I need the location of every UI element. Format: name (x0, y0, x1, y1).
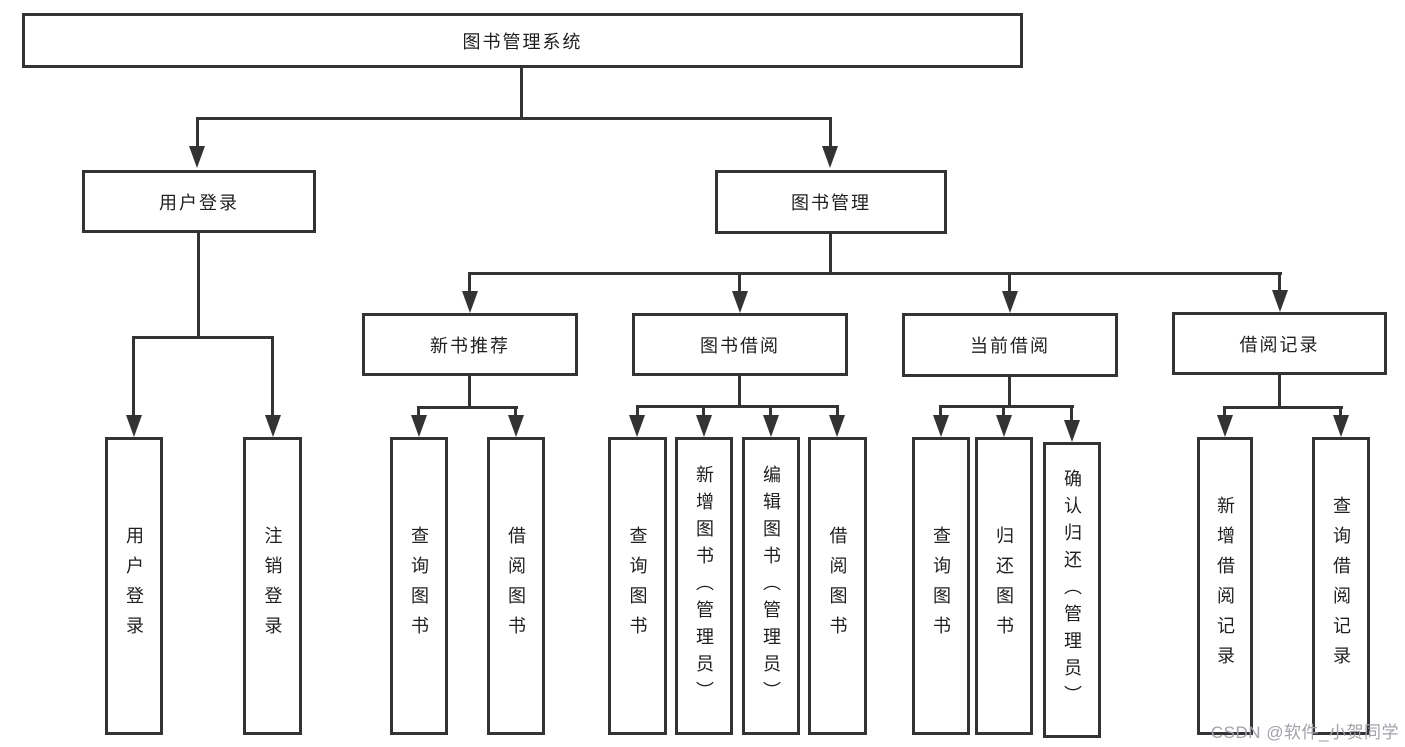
arrowhead-down-icon (933, 415, 949, 437)
arrowhead-down-icon (1272, 290, 1288, 312)
arrowhead-down-icon (411, 415, 427, 437)
node-label: 新书推荐 (430, 335, 510, 356)
arrowhead-down-icon (1217, 415, 1233, 437)
leaf-borrow-query-books: 查询图书 (608, 437, 667, 735)
arrowhead-down-icon (1064, 420, 1080, 442)
leaf-label: 用户登录 (124, 526, 144, 646)
connector-rec-stem (468, 376, 471, 406)
connector-login-horizontal (132, 336, 274, 339)
connector-leaf-drop (417, 406, 420, 415)
leaf-records-add-borrow-record: 新增借阅记录 (1197, 437, 1253, 735)
connector-cur-stem (1008, 377, 1011, 405)
connector-leaf-drop (1223, 406, 1226, 415)
connector-bor-drop (738, 272, 741, 291)
node-library-management-system: 图书管理系统 (22, 13, 1023, 68)
node-label: 借阅记录 (1239, 334, 1320, 355)
node-label: 图书管理 (791, 193, 871, 213)
connector-leaf-drop (939, 405, 942, 415)
connector-leaf-drop (132, 336, 135, 415)
connector-leaf-drop (271, 336, 274, 415)
leaf-label: 归还图书 (994, 526, 1014, 646)
connector-leaf-drop (702, 405, 705, 415)
connector-leaf-drop (836, 405, 839, 415)
arrowhead-down-icon (508, 415, 524, 437)
csdn-watermark: CSDN @软件_小贺同学 (1210, 723, 1399, 742)
connector-log-drop (1278, 272, 1281, 291)
arrowhead-down-icon (1333, 415, 1349, 437)
leaf-label: 新增图书（管理员） (694, 464, 714, 708)
connector-level3-horizontal (469, 272, 1282, 275)
node-borrowing-records: 借阅记录 (1172, 312, 1387, 375)
connector-leaf-drop (514, 406, 517, 415)
node-label: 用户登录 (159, 192, 239, 213)
leaf-label: 查询图书 (409, 526, 429, 646)
leaf-borrow-edit-books-admin: 编辑图书（管理员） (742, 437, 800, 735)
leaf-label: 确认归还（管理员） (1062, 468, 1082, 712)
connector-bor-stem (738, 376, 741, 405)
leaf-recommend-query-books: 查询图书 (390, 437, 448, 735)
leaf-borrow-borrow-books: 借阅图书 (808, 437, 867, 735)
connector-mgmt-drop (829, 117, 832, 147)
arrowhead-down-icon (732, 291, 748, 313)
connector-leaf-drop (1002, 405, 1005, 415)
leaf-current-query-books: 查询图书 (912, 437, 970, 735)
connector-leaf-drop (1339, 406, 1342, 415)
connector-rec-horizontal (417, 406, 518, 409)
leaf-current-confirm-return-admin: 确认归还（管理员） (1043, 442, 1101, 738)
arrowhead-down-icon (996, 415, 1012, 437)
arrowhead-down-icon (829, 415, 845, 437)
connector-leaf-drop (636, 405, 639, 415)
connector-bor-horizontal (636, 405, 839, 408)
connector-leaf-drop (1070, 405, 1073, 420)
node-book-management: 图书管理 (715, 170, 947, 234)
node-label: 图书管理系统 (462, 31, 583, 52)
node-current-borrowing: 当前借阅 (902, 313, 1118, 377)
node-new-book-recommend: 新书推荐 (362, 313, 578, 376)
node-label: 当前借阅 (970, 336, 1050, 356)
connector-mgmt-stem (829, 234, 832, 272)
leaf-label: 查询借阅记录 (1331, 496, 1351, 676)
leaf-user-login: 用户登录 (105, 437, 163, 735)
arrowhead-down-icon (462, 291, 478, 313)
connector-log-stem (1278, 375, 1281, 406)
connector-login-drop (196, 117, 199, 147)
arrowhead-down-icon (763, 415, 779, 437)
node-user-login: 用户登录 (82, 170, 316, 233)
leaf-label: 借阅图书 (827, 526, 848, 646)
arrowhead-down-icon (265, 415, 281, 437)
node-book-borrowing: 图书借阅 (632, 313, 848, 376)
leaf-label: 查询图书 (931, 526, 951, 646)
leaf-logout: 注销登录 (243, 437, 302, 735)
arrowhead-down-icon (822, 146, 838, 168)
connector-level1-horizontal (196, 117, 832, 120)
leaf-current-return-books: 归还图书 (975, 437, 1033, 735)
arrowhead-down-icon (189, 146, 205, 168)
connector-rec-drop (468, 272, 471, 291)
connector-leaf-drop (769, 405, 772, 415)
leaf-label: 编辑图书（管理员） (761, 464, 781, 708)
connector-cur-horizontal (939, 405, 1074, 408)
arrowhead-down-icon (696, 415, 712, 437)
arrowhead-down-icon (126, 415, 142, 437)
connector-login-stem (197, 233, 200, 336)
arrowhead-down-icon (629, 415, 645, 437)
leaf-label: 借阅图书 (506, 526, 526, 646)
connector-cur-drop (1008, 272, 1011, 291)
connector-log-horizontal (1223, 406, 1343, 409)
node-label: 图书借阅 (700, 335, 780, 356)
leaf-recommend-borrow-books: 借阅图书 (487, 437, 545, 735)
leaf-label: 查询图书 (627, 526, 648, 646)
leaf-label: 注销登录 (262, 526, 283, 646)
leaf-records-query-borrow-record: 查询借阅记录 (1312, 437, 1370, 735)
arrowhead-down-icon (1002, 291, 1018, 313)
leaf-borrow-add-books-admin: 新增图书（管理员） (675, 437, 733, 735)
leaf-label: 新增借阅记录 (1215, 496, 1235, 676)
connector-root-stem (520, 68, 523, 118)
